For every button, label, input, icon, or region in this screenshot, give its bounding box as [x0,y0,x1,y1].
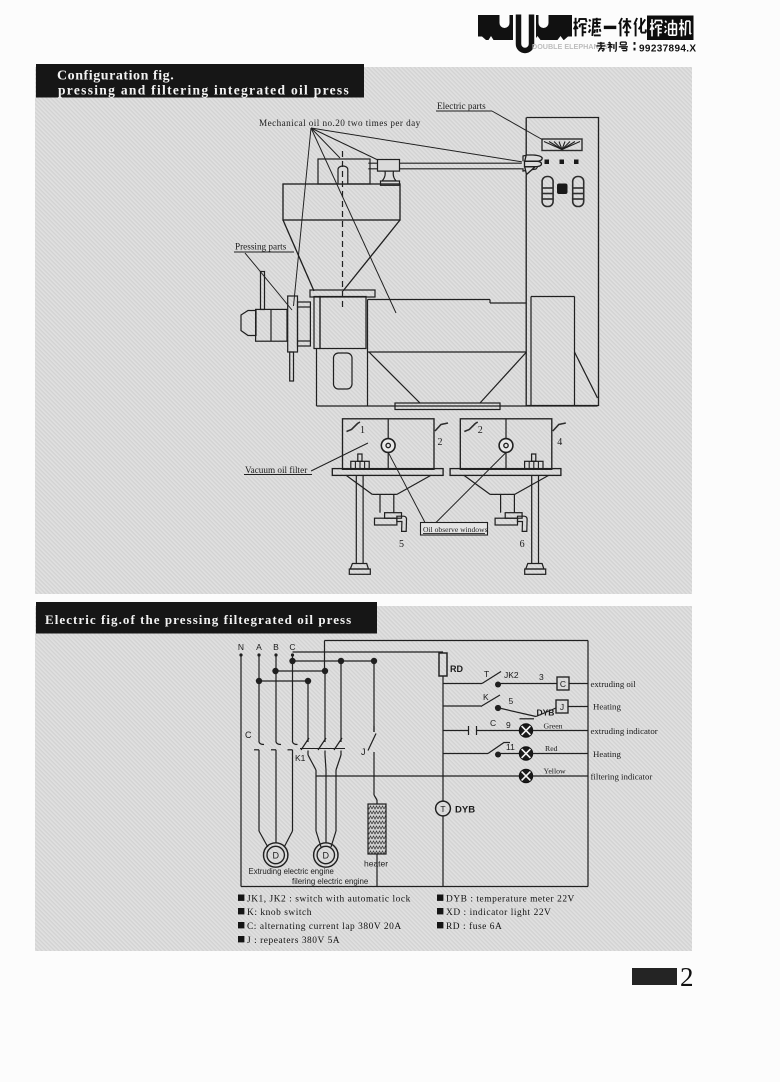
svg-text:K: K [483,692,489,702]
svg-text:JK1, JK2 : switch with autom: JK1, JK2 : switch with automatic lock [247,895,411,905]
svg-text:1: 1 [360,425,365,436]
svg-text:5: 5 [509,696,514,706]
svg-text:C: alternating current lap: C: alternating current lap 380V 20A [247,922,402,932]
svg-text:pressing and filtering integra: pressing and filtering integrated oil pr… [58,83,350,98]
svg-text:JK2: JK2 [504,670,519,680]
svg-text:DYB: DYB [455,805,475,816]
svg-text:Extruding electric engine: Extruding electric engine [249,867,334,876]
svg-text:DOUBLE ELEPHANTS: DOUBLE ELEPHANTS [532,42,608,51]
svg-text:Electric parts: Electric parts [437,101,486,111]
svg-text:2: 2 [438,437,443,448]
svg-text:DYB : temperature meter 22: DYB : temperature meter 22V [446,895,575,905]
svg-text:99237894.X: 99237894.X [639,44,696,55]
svg-text:extruding oil: extruding oil [591,679,637,689]
svg-text:6: 6 [520,539,525,550]
svg-text:Heating: Heating [593,702,621,712]
svg-text:C: C [560,679,566,689]
svg-text:RD : fuse 6A: RD : fuse 6A [446,921,502,932]
svg-text:T: T [440,804,445,814]
svg-text:XD : indicator light 22V: XD : indicator light 22V [446,908,551,918]
svg-text:Electric fig.of the pressing f: Electric fig.of the pressing filtegrated… [45,612,352,627]
svg-text:C: C [245,730,252,740]
svg-text:J: J [560,702,564,712]
svg-text:D: D [272,851,279,861]
svg-text:heater: heater [364,859,388,869]
svg-text:T: T [484,669,489,679]
svg-text:Configuration fig.: Configuration fig. [57,69,174,84]
svg-text:2: 2 [478,425,483,436]
svg-text:Red: Red [545,744,558,753]
svg-text:Vacuum oil filter: Vacuum oil filter [245,465,307,475]
svg-text:A: A [256,642,262,652]
svg-text:N: N [238,642,244,652]
svg-text:Green: Green [544,722,563,731]
svg-text:filering electric engine: filering electric engine [292,877,369,886]
svg-text:2: 2 [680,962,694,992]
svg-text:B: B [273,642,279,652]
svg-text:9: 9 [506,720,511,730]
svg-text:K1: K1 [295,753,306,763]
svg-text:K: knob switch: K: knob switch [247,908,312,918]
svg-text:Heating: Heating [593,749,621,759]
svg-text:Oil observe windows: Oil observe windows [423,525,488,534]
svg-text:11: 11 [506,742,515,752]
svg-text:Pressing parts: Pressing parts [235,242,287,252]
svg-text:D: D [323,851,330,861]
svg-text:C: C [490,718,496,728]
svg-text:5: 5 [399,539,404,550]
svg-text:Mechanical oil no.20 two times: Mechanical oil no.20 two times per day [259,118,421,128]
svg-text:3: 3 [539,672,544,682]
svg-text:J: J [361,747,366,757]
svg-text:extruding indicator: extruding indicator [591,726,658,736]
svg-text:filtering indicator: filtering indicator [591,772,653,782]
svg-text:C: C [289,642,295,652]
svg-text:4: 4 [557,437,562,448]
svg-text:Yellow: Yellow [544,767,567,776]
svg-text:RD: RD [450,664,463,674]
svg-text:J : repeaters 380V 5A: J : repeaters 380V 5A [247,936,340,946]
